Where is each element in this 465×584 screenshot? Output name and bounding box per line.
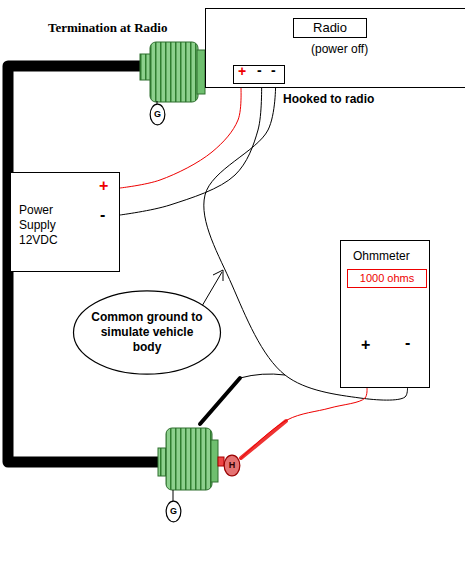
caption-label: Hooked to radio: [283, 92, 374, 106]
probe-wire: [240, 374, 285, 378]
circle-outline: [150, 104, 165, 125]
ground-leader: [173, 490, 174, 501]
wire: [120, 84, 262, 215]
ohmmeter-display: 1000 ohms: [347, 269, 427, 288]
power-supply-box: Power Supply 12VDC + -: [10, 172, 120, 272]
terminal-block: +--: [233, 65, 285, 84]
node-text: +: [99, 176, 108, 196]
red-probe: [241, 421, 286, 458]
node-text: Power Supply 12VDC: [19, 203, 79, 248]
node-text: -: [100, 205, 105, 225]
probe-callout: H: [224, 455, 240, 476]
circle-outline: [166, 501, 181, 522]
ground-leader: [157, 101, 158, 104]
black-probe: [200, 378, 240, 424]
coax-cable: [8, 66, 160, 462]
node-text: G: [170, 506, 177, 517]
node-text: G: [154, 109, 161, 120]
note-ellipse: Common ground to simulate vehicle body: [72, 290, 222, 375]
connector-top: [140, 42, 205, 102]
node-text: +: [238, 63, 246, 81]
radio-label-box: Radio: [293, 18, 367, 38]
node-text: Common ground to simulate vehicle body: [91, 310, 203, 355]
node-text: H: [229, 460, 236, 471]
node-text: Ohmmeter: [353, 249, 410, 264]
ground-callout: G: [166, 501, 181, 522]
ellipse-outline: [74, 291, 221, 374]
node-text: Radio: [313, 20, 347, 36]
node-text: 1000 ohms: [360, 272, 414, 286]
connector-bottom: [158, 428, 224, 490]
node-text: (power off): [311, 42, 368, 57]
radio-housing: Radio+--(power off): [205, 8, 465, 88]
node-text: -: [405, 333, 410, 353]
ohmmeter-box: 1000 ohms Ohmmeter + -: [340, 240, 430, 388]
node-text: +: [361, 335, 370, 355]
wire: [120, 84, 241, 188]
ground-callout: G: [150, 104, 165, 125]
node-text: -: [271, 62, 276, 80]
wire: [240, 388, 367, 459]
pointer-arrow-head: [213, 270, 223, 281]
caption-label: Termination at Radio: [48, 20, 167, 36]
circle-outline: [224, 455, 240, 476]
node-text: -: [257, 62, 262, 80]
pointer-arrow: [202, 272, 222, 306]
